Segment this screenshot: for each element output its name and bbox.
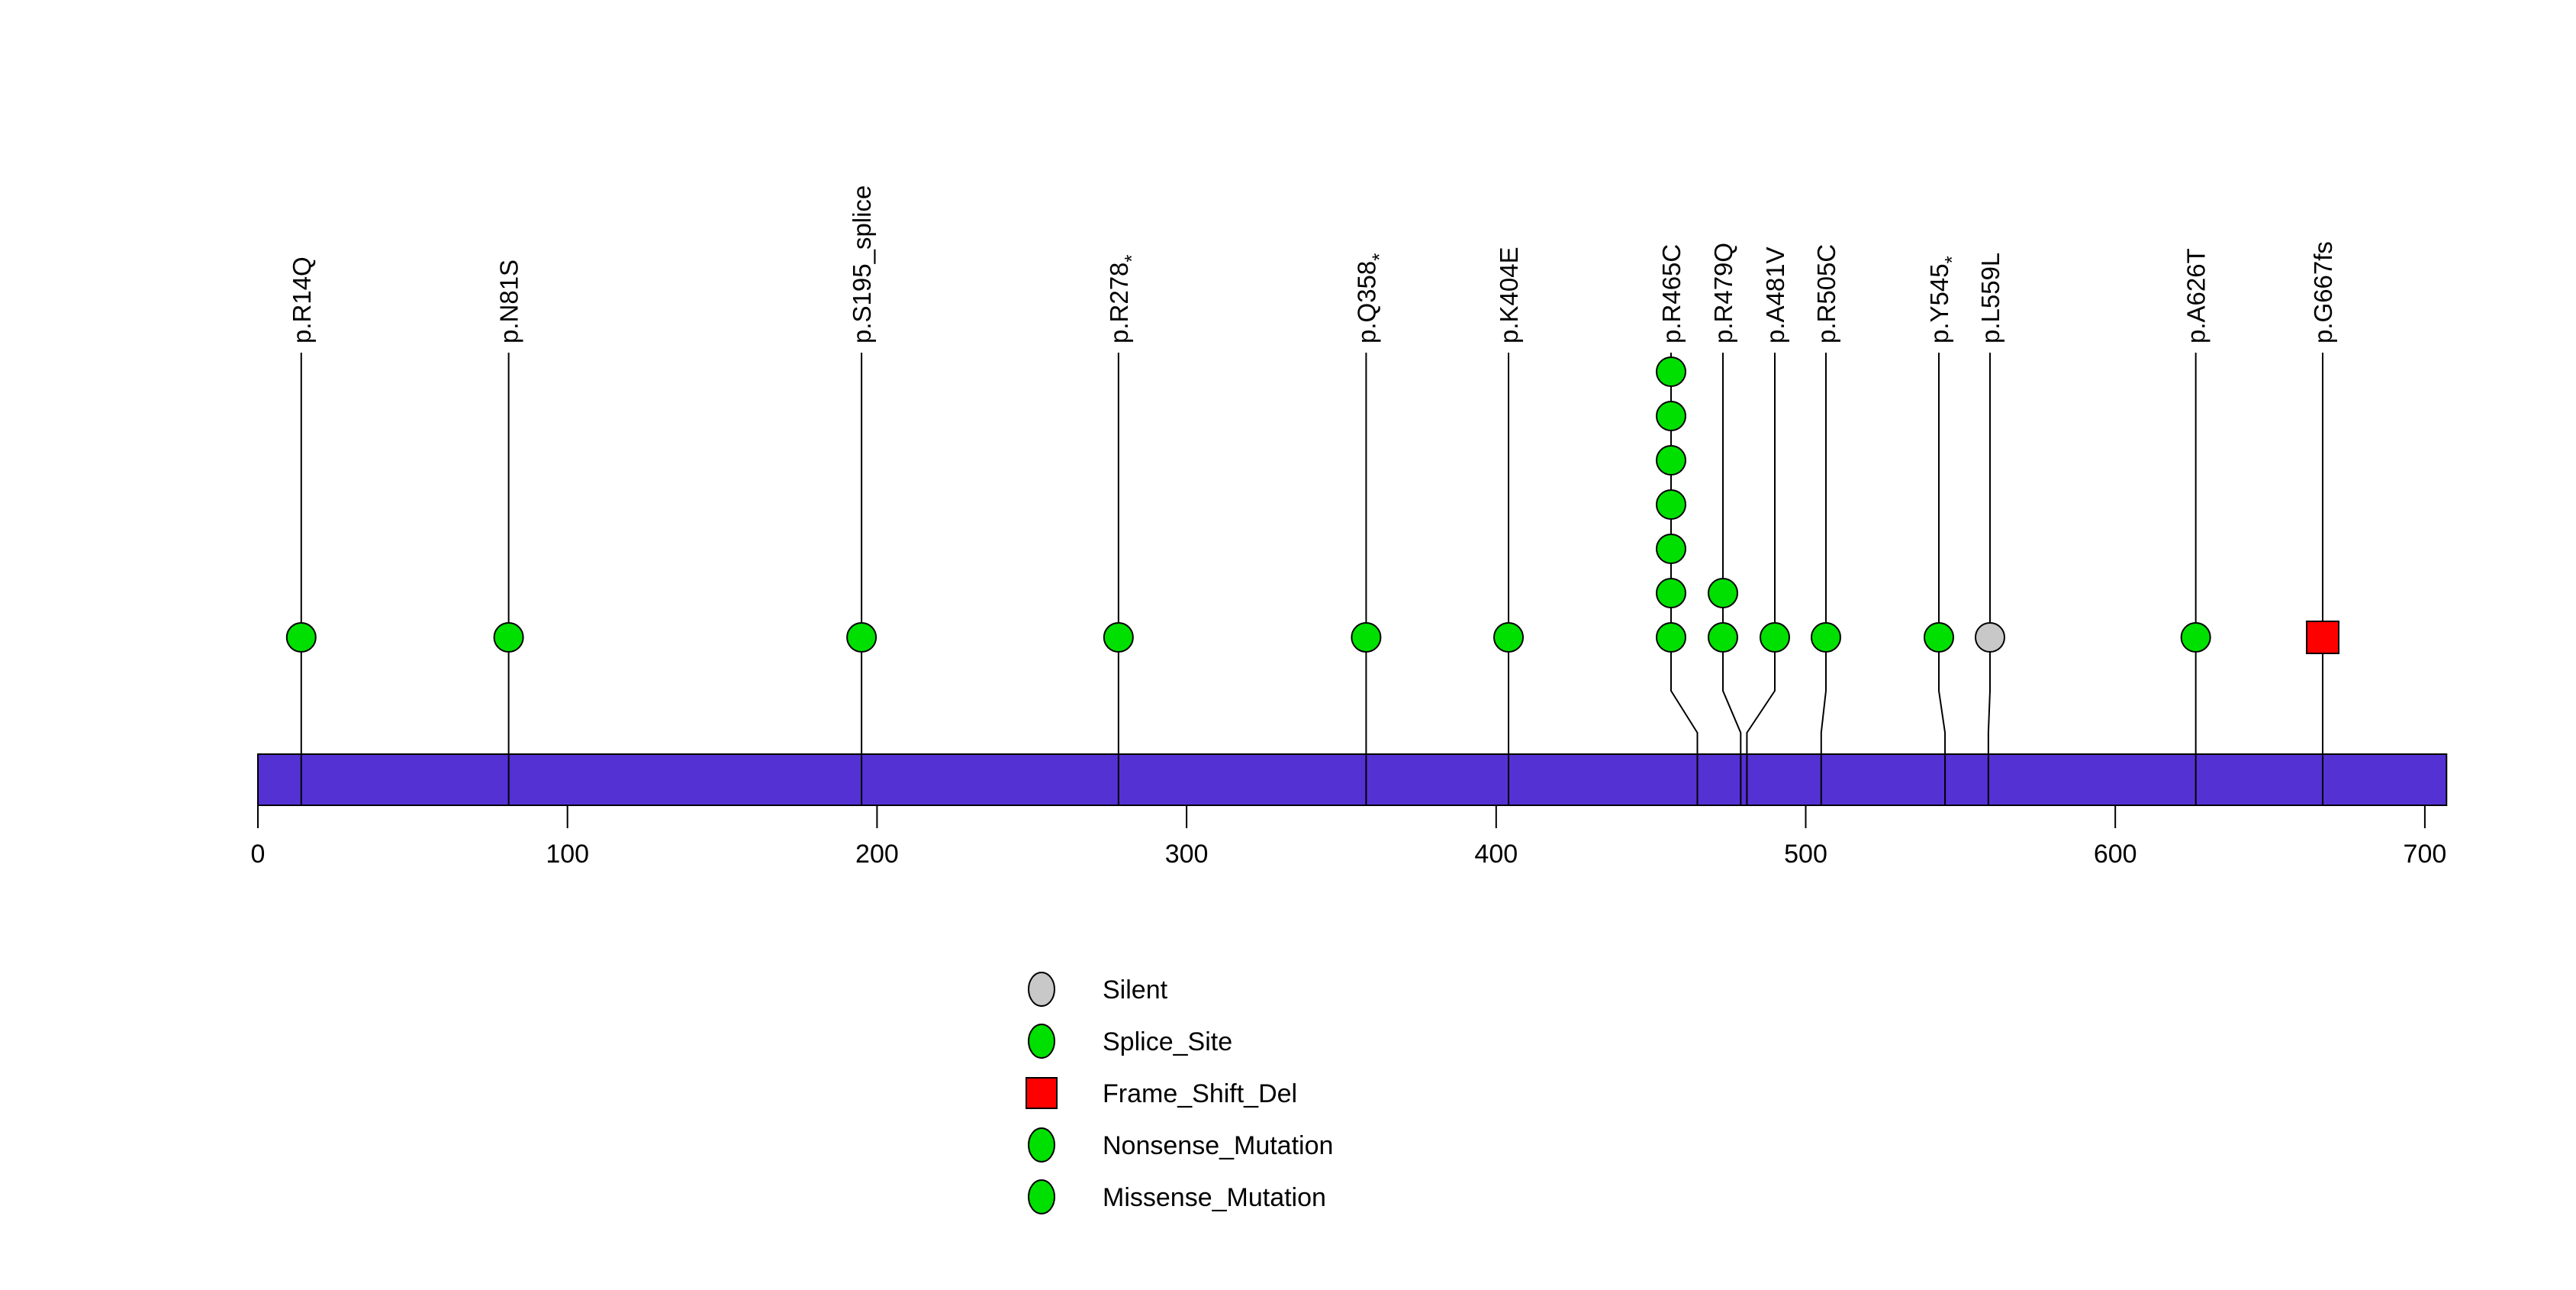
mutation-marker-circle <box>1656 356 1686 387</box>
legend-label: Nonsense_Mutation <box>1103 1131 1333 1160</box>
mutation-stems-group <box>300 353 2324 805</box>
axis-tick-label: 200 <box>855 840 899 869</box>
legend-label: Frame_Shift_Del <box>1103 1079 1297 1108</box>
mutation-marker-circle <box>1656 534 1686 564</box>
mutation-label: p.K404E <box>1495 247 1523 343</box>
mutation-label: p.R14Q <box>288 256 316 343</box>
axis-tick-label: 300 <box>1165 840 1209 869</box>
legend-label: Silent <box>1103 976 1168 1005</box>
mutation-label: p.A626T <box>2182 248 2211 343</box>
mutation-stem <box>1820 353 1827 805</box>
legend-label: Splice_Site <box>1103 1027 1232 1056</box>
axis-tick-label: 400 <box>1474 840 1518 869</box>
legend-group: SilentSplice_SiteFrame_Shift_DelNonsense… <box>1026 972 1333 1214</box>
mutation-label: p.A481V <box>1761 247 1789 343</box>
mutation-label: p.L559L <box>1976 253 2004 343</box>
mutation-marker-circle <box>1656 622 1686 653</box>
mutation-stem <box>1722 353 1742 805</box>
mutation-marker-circle <box>1351 622 1382 653</box>
mutation-stem <box>1670 353 1699 805</box>
legend-marker-square <box>1026 1077 1058 1109</box>
axis-tick-label: 100 <box>546 840 589 869</box>
mutation-marker-circle <box>493 622 524 653</box>
legend-label: Missense_Mutation <box>1103 1183 1326 1212</box>
mutation-label: p.Q358* <box>1352 253 1390 343</box>
mutation-marker-circle <box>1708 578 1738 608</box>
mutation-marker-circle <box>1708 622 1738 653</box>
mutation-marker-circle <box>1656 445 1686 476</box>
mutation-marker-circle <box>1656 401 1686 431</box>
axis-tick-label: 500 <box>1784 840 1827 869</box>
mutation-label: p.Y545* <box>1925 256 1963 343</box>
mutation-marker-circle <box>2180 622 2211 653</box>
legend-marker-circle <box>1028 1179 1055 1214</box>
mutation-marker-circle <box>1975 622 2005 653</box>
mutation-label: p.R505C <box>1812 244 1840 343</box>
mutation-markers-group <box>285 356 2340 654</box>
mutation-label: p.G667fs <box>2309 241 2337 343</box>
protein-bar <box>257 753 2448 806</box>
mutation-marker-circle <box>285 622 317 653</box>
mutation-marker-circle <box>846 622 877 653</box>
mutation-marker-circle <box>1656 489 1686 520</box>
protein-bar-group <box>257 753 2448 806</box>
mutation-label: p.S195_splice <box>848 185 876 343</box>
mutation-stem <box>1987 353 1991 805</box>
mutation-label: p.R465C <box>1657 244 1686 343</box>
legend-marker-circle <box>1028 972 1055 1007</box>
axis-tick-label: 700 <box>2404 840 2447 869</box>
mutation-marker-circle <box>1924 622 1954 653</box>
x-axis-group: 0 100 200 300 400 500 600 700 <box>251 805 2447 869</box>
mutation-marker-circle <box>1103 622 1134 653</box>
legend-marker-circle <box>1028 1024 1055 1059</box>
mutation-marker-circle <box>1760 622 1790 653</box>
mutation-label: p.N81S <box>495 260 523 343</box>
mutation-marker-square <box>2306 621 2340 654</box>
axis-tick-label: 0 <box>251 840 266 869</box>
mutation-stem <box>1746 353 1776 805</box>
legend-marker-circle <box>1028 1127 1055 1163</box>
mutation-marker-circle <box>1656 578 1686 608</box>
mutation-marker-circle <box>1493 622 1525 653</box>
mutation-stem <box>1938 353 1946 805</box>
mutation-label: p.R278* <box>1105 254 1143 343</box>
mutation-labels-group: p.R14Q p.N81S p.S195_splice p.R278* p.Q358* p… <box>288 185 2337 343</box>
mutation-marker-circle <box>1811 622 1841 653</box>
axis-tick-label: 600 <box>2094 840 2137 869</box>
mutation-label: p.R479Q <box>1709 243 1737 343</box>
